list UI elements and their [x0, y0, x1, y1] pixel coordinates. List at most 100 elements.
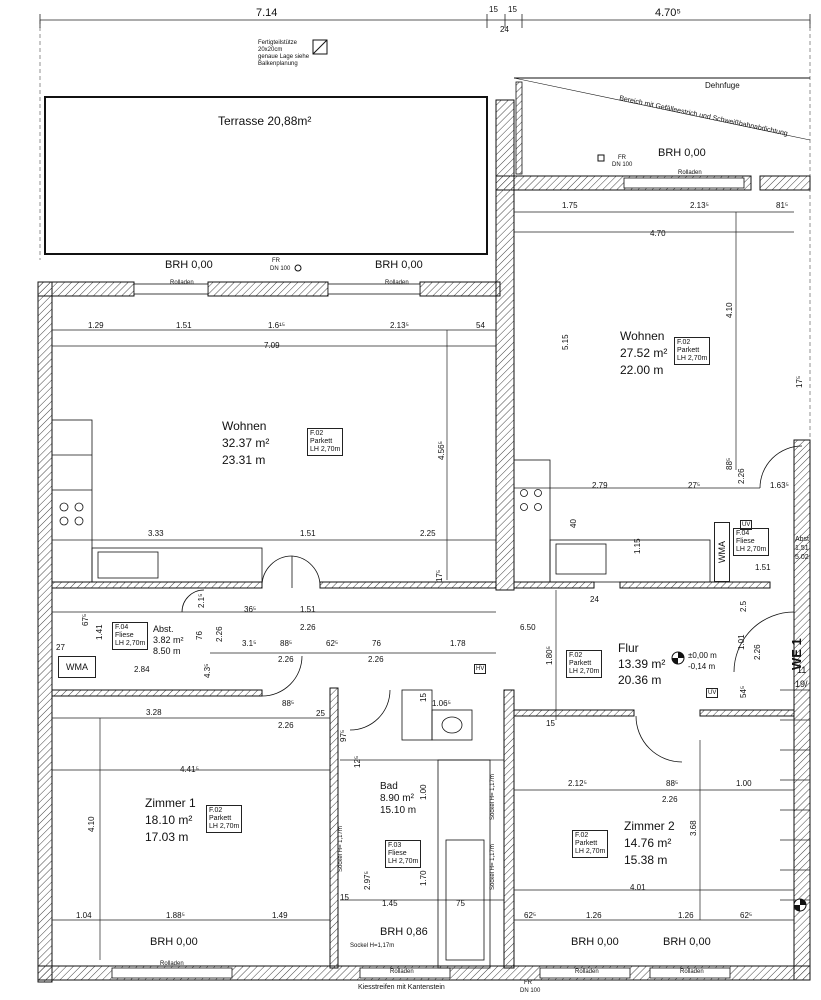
zimmer1-perimeter: 17.03 m — [145, 830, 189, 844]
wohnen-right-name: Wohnen — [620, 329, 665, 343]
bad-name: Bad — [380, 781, 398, 792]
balcony-right — [513, 77, 811, 175]
flur-dim-24: 2.1⁵ — [197, 593, 206, 608]
wl-dim-3: 1.6¹⁵ — [268, 321, 286, 330]
dn-top: DN 100 — [612, 162, 633, 168]
bad-sockel-4: Sockel H=1,17m — [350, 943, 395, 949]
abst-right-dim: 1.51 — [755, 563, 771, 572]
bad-dim-3: 97⁵ — [339, 729, 348, 742]
flur-dim-12: 1.80⁵ — [545, 646, 554, 665]
wohnen-left-name: Wohnen — [222, 419, 267, 433]
rollladen-mid-a: Rolladen — [170, 280, 194, 286]
note-line-1: Fertigteilstütze — [258, 40, 298, 46]
wl-dim-9: 2.25 — [420, 529, 436, 538]
zimmer1-name: Zimmer 1 — [145, 796, 196, 810]
wr-dim-2: 2.13⁵ — [690, 201, 709, 210]
z1-dim-1: 3.28 — [146, 708, 162, 717]
wr-dim-7: 17⁵ — [795, 375, 804, 388]
wr-dim-15: 24 — [590, 595, 599, 604]
hv-label: HV — [474, 664, 487, 674]
flur-name: Flur — [618, 641, 639, 655]
z1-dim-8: 1.88⁵ — [166, 911, 185, 920]
wl-dim-11: 17⁵ — [435, 569, 444, 582]
z2-dim-1: 2.12⁵ — [568, 779, 587, 788]
terrace-label: Terrasse 20,88m² — [218, 114, 312, 128]
wohnen-left-area: 32.37 m² — [222, 436, 270, 450]
rollladen-bottom-d: Rolladen — [680, 969, 704, 975]
wohnen-left-perimeter: 23.31 m — [222, 453, 266, 467]
rollladen-mid-b: Rolladen — [385, 280, 409, 286]
wr-dim-14: 1.15 — [633, 538, 642, 554]
brh-top-right: BRH 0,00 — [658, 147, 706, 159]
dehnfuge-label: Dehnfuge — [705, 81, 740, 90]
bad-dim-7: 2.97⁵ — [363, 871, 372, 890]
note-line-4: Balkenplanung — [258, 61, 298, 67]
wl-dim-10: 4.56⁵ — [437, 441, 446, 460]
flur-dim-15: 1.01 — [737, 634, 746, 650]
brh-bottom-c: BRH 0,00 — [571, 936, 619, 948]
zimmer2-perimeter: 15.38 m — [624, 853, 668, 867]
wl-dim-4: 2.13⁵ — [390, 321, 409, 330]
wr-dim-6: 4.10 — [725, 302, 734, 318]
bad-dim-4: 12⁵ — [353, 755, 362, 768]
interior-lines — [52, 211, 794, 960]
brh-bottom-b: BRH 0,86 — [380, 926, 428, 938]
wohnen-right-area: 27.52 m² — [620, 346, 668, 360]
z1-dim-5: 4.41⁵ — [180, 765, 199, 774]
z1-dim-2: 88⁵ — [282, 699, 295, 708]
flur-dim-21: 1.41 — [95, 624, 104, 640]
z2-dim-10: 62⁵ — [740, 911, 753, 920]
rollladen-bottom-a: Rolladen — [160, 961, 184, 967]
brh-bottom-a: BRH 0,00 — [150, 936, 198, 948]
z2-dim-5: 3.68 — [689, 820, 698, 836]
z1-dim-6: 4.10 — [87, 816, 96, 832]
wl-dim-6: 7.09 — [264, 341, 280, 350]
wohnen-right-perimeter: 22.00 m — [620, 363, 664, 377]
z2-dim-4: 1.00 — [736, 779, 752, 788]
wr-dim-12: 1.63⁵ — [770, 481, 789, 490]
wr-dim-4: 4.70 — [650, 229, 666, 238]
wma-right: WMA — [714, 522, 730, 582]
column-symbol-icon — [312, 39, 328, 55]
brh-mid-left-b: BRH 0,00 — [375, 259, 423, 271]
rollladen-top-right: Rolladen — [678, 170, 702, 176]
bad-dim-8: 1.45 — [382, 899, 398, 908]
wohnen-right-tag: F.02 Parkett LH 2,70m — [674, 337, 711, 366]
rollladen-bottom-b: Rolladen — [390, 969, 414, 975]
terrace-outline — [44, 96, 488, 255]
bad-sockel-3: Sockel H= 1,17m — [490, 844, 496, 890]
dn-mid: DN 100 — [270, 266, 291, 272]
bad-dim-9: 75 — [456, 899, 465, 908]
brh-mid-left-a: BRH 0,00 — [165, 259, 213, 271]
dn-bottom: DN 100 — [520, 988, 541, 994]
kitchen-left — [51, 419, 263, 583]
top-dim-5: 4.70⁵ — [655, 7, 681, 19]
flur-area: 13.39 m² — [618, 657, 666, 671]
flur-dim-11: 6.50 — [520, 623, 536, 632]
fr-bottom: FR — [524, 980, 532, 986]
flur-perimeter: 20.36 m — [618, 673, 662, 687]
fr-mid: FR — [272, 258, 280, 264]
flur-level-1: ±0,00 m — [688, 651, 717, 660]
bad-dim-5: 1.00 — [419, 784, 428, 800]
z2-dim-8: 1.26 — [586, 911, 602, 920]
bad-dim-6: 1.70 — [419, 870, 428, 886]
flur-dim-18: 2.84 — [134, 665, 150, 674]
wr-dim-3: 81⁵ — [776, 201, 789, 210]
drain-icon — [294, 264, 302, 272]
flur-dim-13: 15 — [546, 719, 555, 728]
kiesstreifen-label: Kiesstreifen mit Kantenstein — [358, 984, 445, 991]
abst-right-area: 1.51 — [795, 545, 809, 552]
wohnen-left-tag: F.02 Parkett LH 2,70m — [307, 428, 344, 457]
flur-dim-25: 2.26 — [215, 626, 224, 642]
flur-dim-20: 67⁵ — [81, 613, 90, 626]
drain-top-icon — [597, 154, 605, 162]
z1-dim-3: 2.26 — [278, 721, 294, 730]
zimmer2-area: 14.76 m² — [624, 836, 672, 850]
bad-dim-1: 1.06⁵ — [432, 699, 451, 708]
note-line-3: genaue Lage siehe — [258, 54, 310, 60]
bad-tag: F.03 Fliese LH 2,70m — [385, 840, 422, 869]
windows — [111, 177, 745, 979]
wr-dim-9: 27⁵ — [688, 481, 701, 490]
